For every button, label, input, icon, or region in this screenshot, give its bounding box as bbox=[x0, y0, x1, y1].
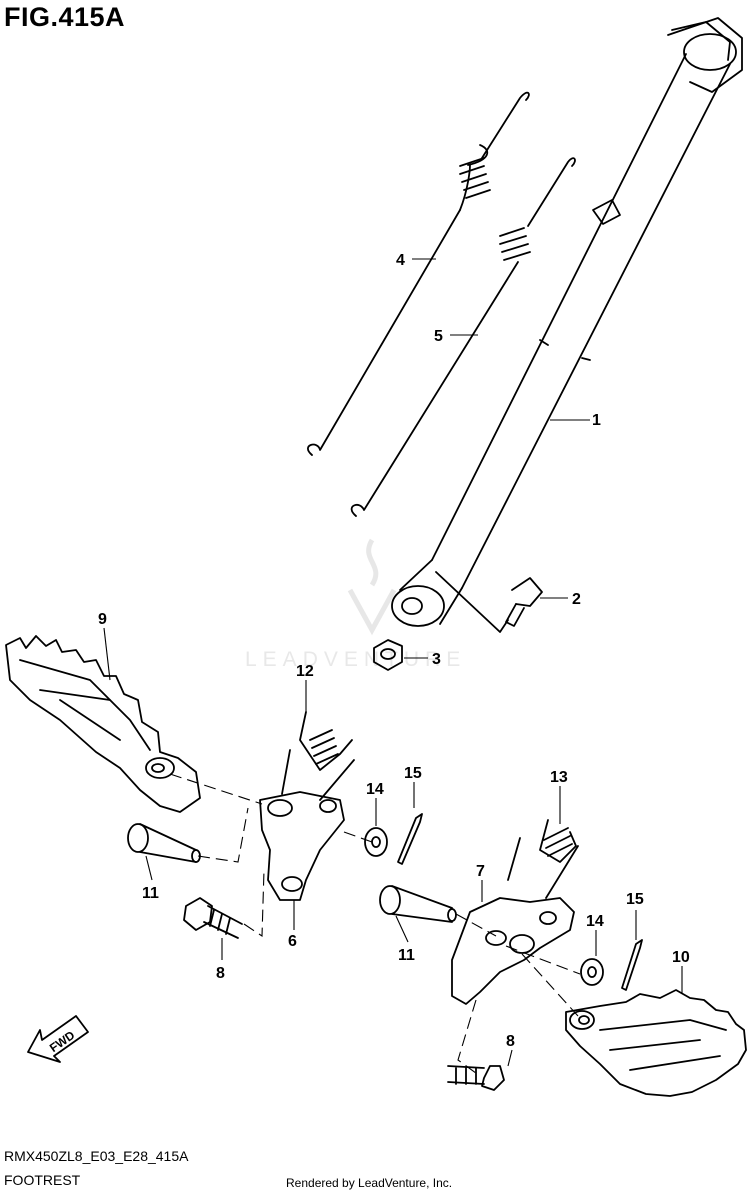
bolt-part-8-left bbox=[183, 897, 243, 939]
callout-8-right: 8 bbox=[506, 1033, 515, 1050]
callout-6: 6 bbox=[288, 933, 297, 950]
callout-4: 4 bbox=[396, 252, 405, 269]
footrest-bracket-part-6 bbox=[259, 791, 345, 901]
spring-part-13 bbox=[507, 819, 579, 899]
watermark-logo: LEADVENTURE bbox=[245, 538, 466, 671]
footrest-left-part-9 bbox=[5, 635, 201, 813]
callout-9: 9 bbox=[98, 611, 107, 628]
callout-15-right: 15 bbox=[626, 891, 644, 908]
callout-2: 2 bbox=[572, 591, 581, 608]
pin-part-11-left bbox=[127, 823, 201, 863]
side-stand-part-1 bbox=[391, 17, 743, 633]
callout-14-left: 14 bbox=[366, 781, 384, 798]
bolt-part-2 bbox=[505, 577, 543, 627]
callout-7: 7 bbox=[476, 863, 485, 880]
figure-title: FIG.415A bbox=[4, 2, 126, 32]
pin-part-11-right bbox=[379, 885, 457, 923]
callout-12: 12 bbox=[296, 663, 314, 680]
footrest-bracket-part-7 bbox=[451, 897, 575, 1005]
spring-part-5 bbox=[350, 157, 576, 517]
callout-15-left: 15 bbox=[404, 765, 422, 782]
callout-10: 10 bbox=[672, 949, 690, 966]
section-name: FOOTREST bbox=[4, 1172, 81, 1188]
cotter-pin-part-15-right bbox=[621, 939, 643, 991]
footrest-right-part-10 bbox=[565, 989, 747, 1097]
forward-direction-arrow bbox=[27, 1015, 89, 1063]
bolt-part-8-right bbox=[447, 1065, 505, 1091]
cotter-pin-part-15-left bbox=[397, 813, 423, 865]
spring-part-4 bbox=[307, 91, 530, 456]
spring-part-12 bbox=[281, 711, 355, 801]
washer-part-14-right bbox=[580, 958, 604, 986]
callout-11-left: 11 bbox=[142, 885, 159, 902]
callout-1: 1 bbox=[592, 412, 601, 429]
callout-8-left: 8 bbox=[216, 965, 225, 982]
callout-13: 13 bbox=[550, 769, 568, 786]
rendered-by-credit: Rendered by LeadVenture, Inc. bbox=[286, 1176, 453, 1190]
washer-part-14-left bbox=[364, 827, 388, 857]
callout-leaders bbox=[103, 258, 683, 1067]
assembly-guide-lines bbox=[169, 773, 581, 1077]
callout-3: 3 bbox=[432, 651, 441, 668]
figure-code: RMX450ZL8_E03_E28_415A bbox=[4, 1148, 189, 1164]
callout-5: 5 bbox=[434, 328, 443, 345]
callout-11-right: 11 bbox=[398, 947, 415, 964]
watermark-text: LEADVENTURE bbox=[245, 648, 466, 671]
nut-part-3 bbox=[373, 639, 403, 671]
callout-14-right: 14 bbox=[586, 913, 604, 930]
